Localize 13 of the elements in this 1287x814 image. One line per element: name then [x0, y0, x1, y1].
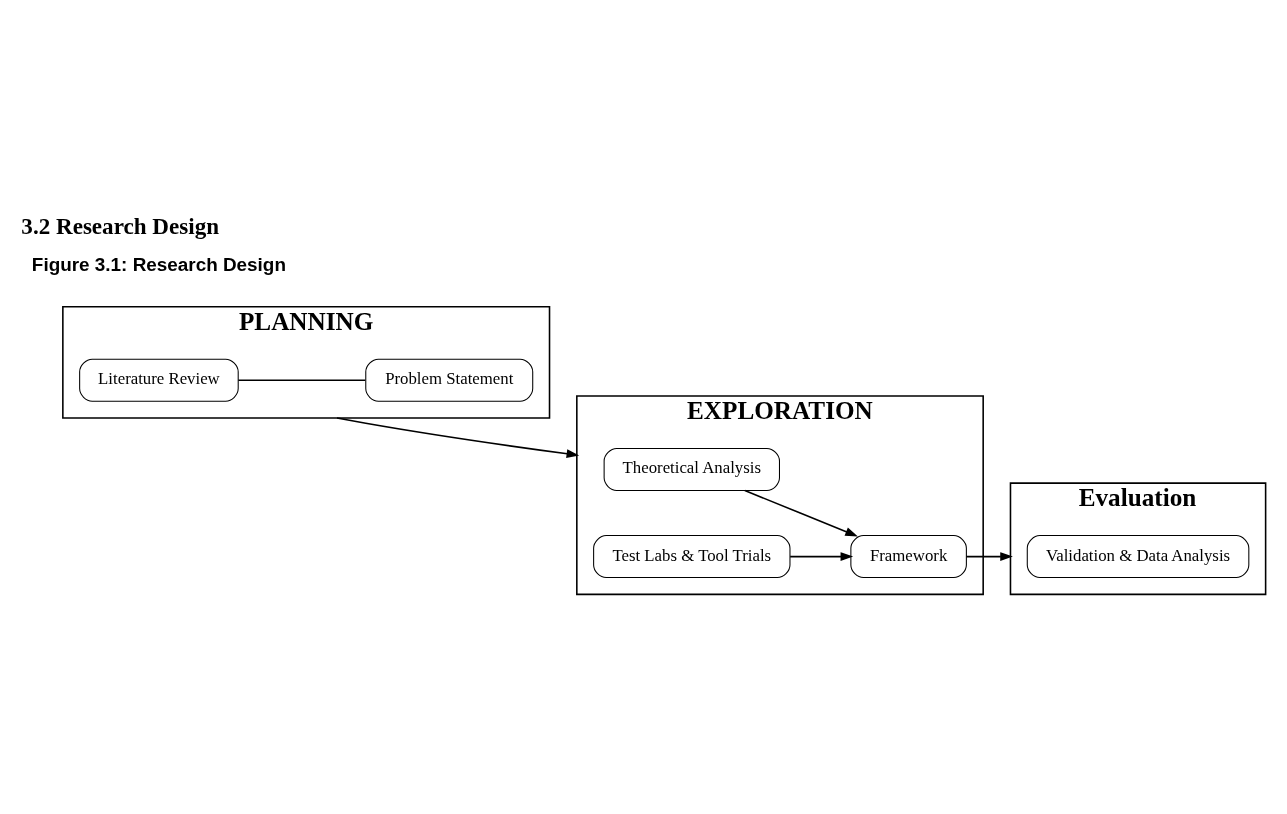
node-box: Test Labs & Tool Trials [593, 534, 791, 578]
node-box: Literature Review [79, 358, 239, 402]
node-box: Theoretical Analysis [603, 447, 780, 491]
diagram-title: 3.2 Research Design [21, 212, 220, 239]
connector [237, 378, 367, 381]
node-box: Validation & Data Analysis [1026, 534, 1250, 578]
arrow [965, 551, 1013, 561]
arrow [789, 551, 854, 561]
node-box: Problem Statement [365, 358, 534, 402]
caption: Figure 3.1: Research Design [31, 253, 286, 275]
arrow [336, 416, 580, 458]
arrow [744, 489, 858, 536]
node-box: Framework [850, 534, 967, 578]
